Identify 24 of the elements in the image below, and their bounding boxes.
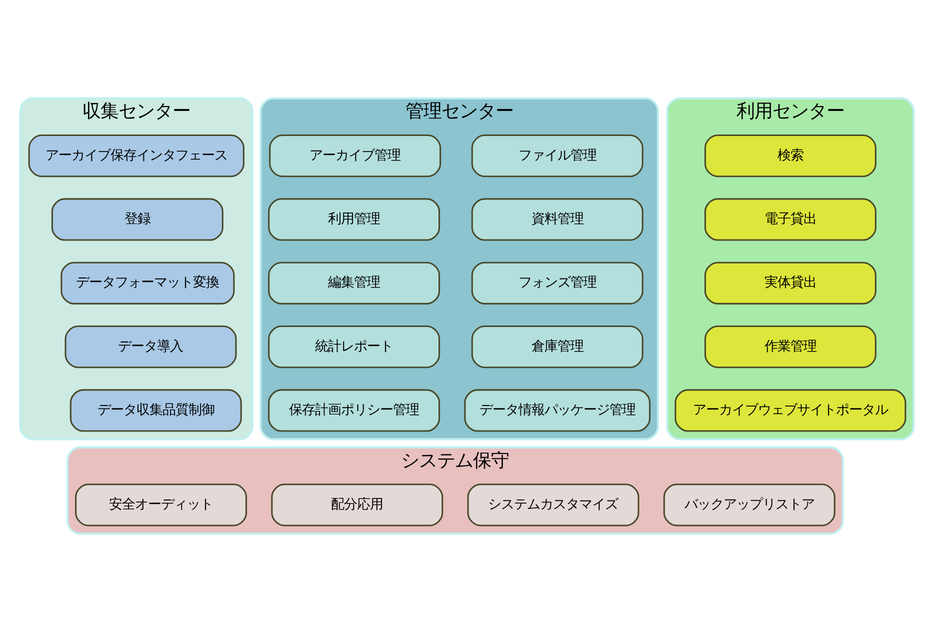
node-box: 登録: [51, 198, 224, 240]
node-box: バックアップリストア: [663, 483, 836, 526]
node-box: アーカイブウェブサイトポータル: [674, 388, 906, 432]
node-box: 倉庫管理: [471, 325, 644, 368]
node-box: データフォーマット変換: [60, 261, 235, 304]
node-box: 検索: [704, 134, 876, 177]
node-box: アーカイブ管理: [269, 134, 442, 177]
node-box: 配分応用: [271, 483, 444, 526]
node-box: アーカイブ保存インタフェース: [28, 134, 244, 177]
node-box: データ情報パッケージ管理: [464, 388, 651, 432]
node-box: 資料管理: [471, 198, 644, 240]
node-box: データ収集品質制御: [70, 388, 242, 432]
node-box: 実体貸出: [704, 261, 876, 304]
node-box: 電子貸出: [704, 198, 876, 240]
node-box: データ導入: [64, 325, 237, 368]
node-box: 統計レポート: [268, 325, 440, 368]
node-box: 安全オーディット: [75, 483, 248, 526]
node-box: 編集管理: [268, 261, 440, 304]
node-box: 保存計画ポリシー管理: [268, 388, 440, 432]
node-box: フォンズ管理: [471, 261, 644, 304]
node-box: システムカスタマイズ: [467, 483, 640, 526]
node-box: ファイル管理: [471, 134, 644, 177]
node-box: 利用管理: [268, 198, 440, 240]
node-box: 作業管理: [704, 325, 876, 368]
